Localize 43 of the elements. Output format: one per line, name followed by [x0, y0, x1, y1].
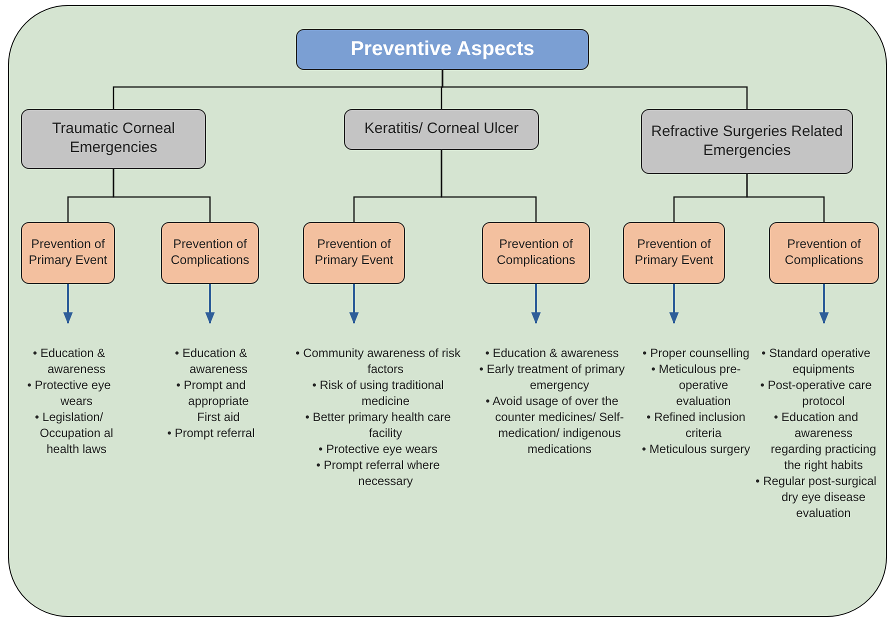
category-box: Traumatic Corneal Emergencies — [21, 109, 206, 169]
bullet-item: • Protective eye wears — [26, 377, 112, 409]
bullet-item: • Prompt and appropriate First aid — [175, 377, 250, 425]
title-box: Preventive Aspects — [296, 29, 589, 70]
arrow — [205, 284, 215, 324]
bullet-item: • Protective eye wears — [318, 441, 438, 457]
arrow — [819, 284, 829, 324]
bullet-item: • Early treatment of primary emergency — [478, 361, 626, 393]
panel-background — [8, 5, 887, 617]
prevention-box: Prevention of Primary Event — [21, 222, 115, 284]
bullet-item: • Regular post-surgical dry eye disease evaluation — [754, 473, 878, 521]
bullet-item: • Post-operative care protocol — [759, 377, 873, 409]
prevention-box: Prevention of Primary Event — [623, 222, 725, 284]
prevention-box: Prevention of Complications — [161, 222, 259, 284]
bullet-item: • Risk of using traditional medicine — [311, 377, 445, 409]
bullet-item: • Legislation/ Occupation al health laws — [34, 409, 114, 457]
connector-line — [112, 169, 211, 222]
connector-line — [440, 150, 537, 222]
bullet-item: • Refined inclusion criteria — [646, 409, 746, 441]
category-box: Keratitis/ Corneal Ulcer — [344, 109, 539, 150]
bullet-item: • Education & awareness — [32, 345, 107, 377]
connector-line — [442, 70, 748, 109]
bullet-item: • Education & awareness — [174, 345, 249, 377]
bullet-item: • Avoid usage of over the counter medicines/ Self-medication/ indigenous medications — [484, 393, 625, 457]
prevention-box: Prevention of Primary Event — [303, 222, 405, 284]
bullet-item: • Education and awareness regarding practicing the right habits — [770, 409, 878, 473]
bullet-item: • Community awareness of risk factors — [294, 345, 462, 377]
bullet-item: • Meticulous pre-operative evaluation — [650, 361, 742, 409]
connector-line — [746, 174, 825, 222]
bullet-item: • Better primary health care facility — [304, 409, 452, 441]
arrow — [669, 284, 679, 324]
prevention-box: Prevention of Complications — [769, 222, 879, 284]
bullet-item: • Prompt referral — [166, 425, 256, 441]
bullet-item: • Education & awareness — [484, 345, 620, 361]
bullet-item: • Standard operative equipments — [760, 345, 872, 377]
bullet-item: • Meticulous surgery — [640, 441, 752, 457]
arrow — [63, 284, 73, 324]
category-box: Refractive Surgeries Related Emergencies — [641, 109, 853, 174]
bullet-item: • Prompt referral where necessary — [315, 457, 441, 489]
prevention-box: Prevention of Complications — [482, 222, 590, 284]
bullet-item: • Proper counselling — [642, 345, 750, 361]
arrow — [349, 284, 359, 324]
arrow — [531, 284, 541, 324]
